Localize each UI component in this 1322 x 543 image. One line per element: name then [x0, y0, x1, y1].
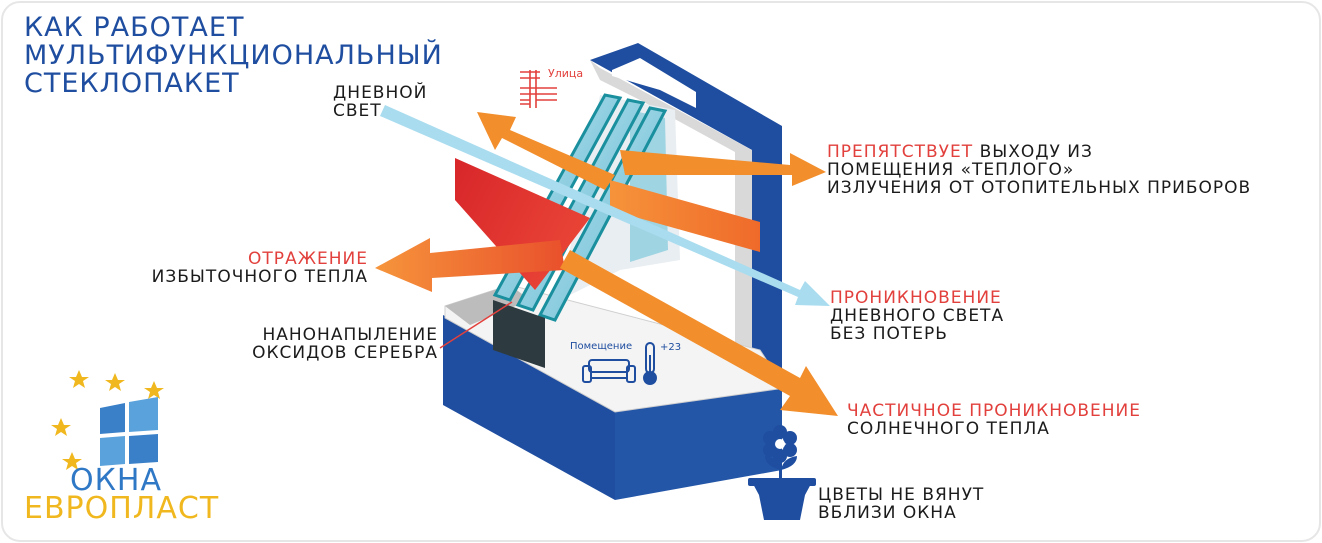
light-penetration-label: ПРОНИКНОВЕНИЕ ДНЕВНОГО СВЕТА БЕЗ ПОТЕРЬ [830, 289, 1004, 343]
flower-pot-icon [748, 425, 816, 520]
title-line-1: КАК РАБОТАЕТ [24, 12, 245, 43]
partial-heat-highlight: ЧАСТИЧНОЕ ПРОНИКНОВЕНИЕ [847, 401, 1142, 421]
logo-okna-text: ОКНА [70, 463, 162, 498]
title-line-3: СТЕКЛОПАКЕТ [24, 68, 240, 99]
room-label: Помещение [570, 341, 633, 352]
blocks-heat-line-3: ИЗЛУЧЕНИЯ ОТ ОТОПИТЕЛЬНЫХ ПРИБОРОВ [827, 178, 1252, 198]
blocks-heat-line-2: ПОМЕЩЕНИЯ «ТЕПЛОГО» [827, 160, 1075, 180]
light-penetration-highlight: ПРОНИКНОВЕНИЕ [830, 288, 1002, 308]
temperature-value: +23 [660, 342, 682, 353]
blocks-heat-highlight: ПРЕПЯТСТВУЕТ [827, 142, 974, 162]
partial-heat-line-2: СОЛНЕЧНОГО ТЕПЛА [847, 419, 1050, 439]
partial-heat-label: ЧАСТИЧНОЕ ПРОНИКНОВЕНИЕ СОЛНЕЧНОГО ТЕПЛА [847, 402, 1141, 438]
vent-slot [612, 58, 696, 108]
reflection-line-2: ИЗБЫТОЧНОГО ТЕПЛА [151, 267, 368, 287]
wall-side-face [615, 388, 782, 500]
nano-coating-line-2: ОКСИДОВ СЕРЕБРА [252, 343, 438, 363]
reflection-label: ОТРАЖЕНИЕ ИЗБЫТОЧНОГО ТЕПЛА [120, 250, 368, 286]
thermometer-icon [643, 342, 657, 385]
reflection-arrow [375, 238, 565, 292]
page-title: КАК РАБОТАЕТ МУЛЬТИФУНКЦИОНАЛЬНЫЙ СТЕКЛО… [24, 14, 443, 98]
wall-right-face [590, 43, 782, 398]
solar-heat-arrow [560, 250, 838, 416]
frame-bottom-profile [493, 300, 545, 368]
blocks-heat-line-1-rest: ВЫХОДУ ИЗ [973, 142, 1093, 162]
nano-pointer-line [439, 301, 513, 349]
street-icon [520, 70, 557, 108]
light-penetration-line-2: ДНЕВНОГО СВЕТА [830, 306, 1005, 326]
daylight-arrow [380, 105, 830, 306]
daylight-label-line-1: ДНЕВНОЙ [333, 83, 428, 103]
wall-front-face [443, 315, 615, 500]
logo-stars [51, 370, 164, 470]
flowers-line-2: ВБЛИЗИ ОКНА [818, 503, 957, 523]
light-penetration-line-3: БЕЗ ПОТЕРЬ [830, 324, 948, 344]
outgoing-arrow-up [477, 112, 615, 190]
daylight-label: ДНЕВНОЙ СВЕТ [333, 84, 427, 120]
daylight-label-line-2: СВЕТ [333, 101, 382, 121]
street-label: Улица [548, 67, 584, 80]
sofa-icon [582, 359, 636, 383]
blocks-heat-label: ПРЕПЯТСТВУЕТ ВЫХОДУ ИЗ ПОМЕЩЕНИЯ «ТЕПЛОГ… [827, 143, 1251, 197]
reflection-highlight: ОТРАЖЕНИЕ [248, 249, 368, 269]
logo-europlast-text: ЕВРОПЛАСТ [24, 491, 220, 526]
nano-coating-label: НАНОНАПЫЛЕНИЕ ОКСИДОВ СЕРЕБРА [220, 326, 438, 362]
flowers-line-1: ЦВЕТЫ НЕ ВЯНУТ [818, 485, 985, 505]
title-line-2: МУЛЬТИФУНКЦИОНАЛЬНЫЙ [24, 40, 443, 71]
heat-band-orange [610, 180, 760, 252]
logo-window-icon [100, 397, 158, 466]
nano-coating-line-1: НАНОНАПЫЛЕНИЕ [262, 325, 438, 345]
flowers-label: ЦВЕТЫ НЕ ВЯНУТ ВБЛИЗИ ОКНА [818, 486, 984, 522]
blocked-heat-arrow [620, 150, 826, 186]
